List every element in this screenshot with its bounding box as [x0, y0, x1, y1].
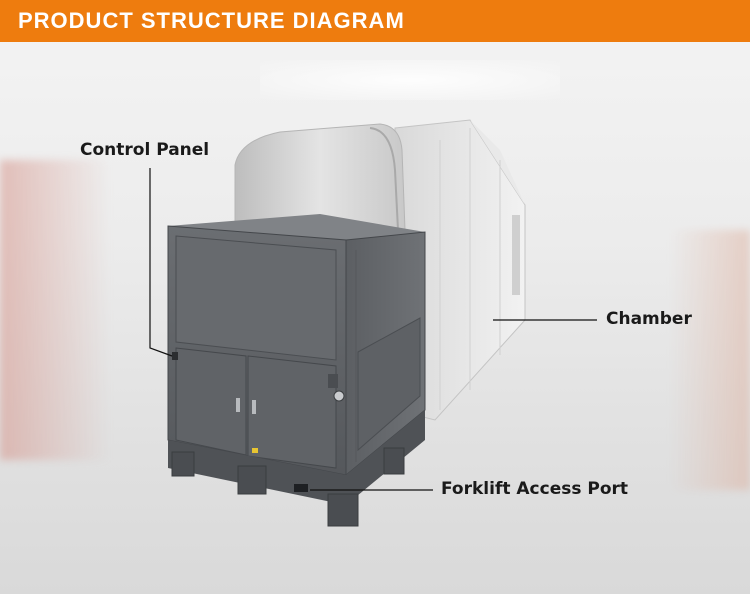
label-forklift-access-port: Forklift Access Port — [441, 479, 629, 499]
background-ceiling-lights — [260, 60, 560, 100]
background-haze-right — [670, 230, 750, 490]
pallet-base — [168, 410, 425, 527]
label-chamber: Chamber — [606, 309, 692, 329]
background-haze-left — [0, 160, 110, 460]
air-duct — [234, 123, 406, 233]
unit-top — [168, 214, 425, 240]
control-panel-indicator — [172, 352, 178, 360]
header-banner: PRODUCT STRUCTURE DIAGRAM — [0, 0, 750, 42]
warning-label — [252, 448, 258, 453]
forklift-slot — [294, 484, 308, 492]
page-title: PRODUCT STRUCTURE DIAGRAM — [18, 8, 405, 33]
chamber — [394, 119, 526, 421]
control-panel-leader-line — [149, 168, 173, 357]
label-control-panel: Control Panel — [80, 140, 210, 160]
heat-pump-unit — [167, 225, 426, 477]
gauge-dial — [333, 390, 345, 402]
